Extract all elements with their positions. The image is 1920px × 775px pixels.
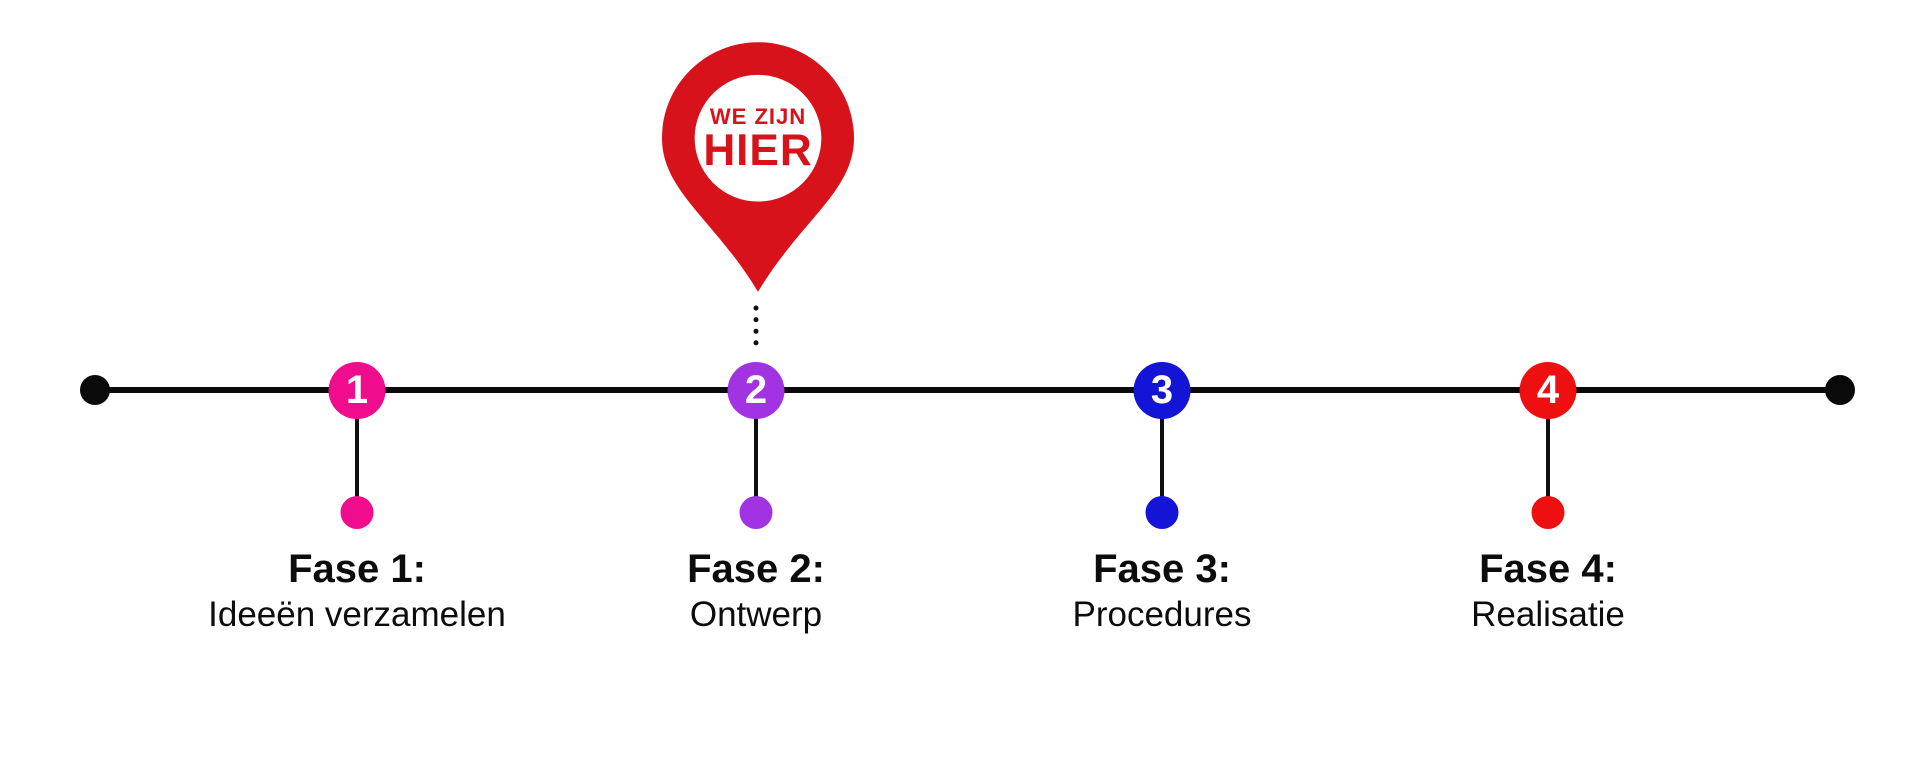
phase-subtitle: Realisatie (1471, 595, 1625, 634)
pin-text-line2: HIER (703, 126, 812, 175)
phase-title: Fase 1: (288, 547, 426, 591)
phase-node-circle: 4 (1519, 362, 1577, 419)
phase-mini-dot (1531, 496, 1565, 529)
phase-stem (355, 415, 359, 500)
phase-label: Fase 3: Procedures (942, 546, 1382, 635)
phase-node-circle: 3 (1133, 362, 1191, 419)
phase-label: Fase 2: Ontwerp (536, 546, 976, 635)
pin-text-line1: WE ZIJN (710, 104, 806, 129)
timeline-end-dot (1825, 375, 1855, 405)
phase-label: Fase 1: Ideeën verzamelen (137, 546, 577, 635)
phase-node-circle: 2 (727, 362, 785, 419)
dotted-connector-line (753, 305, 759, 357)
phase-subtitle: Ontwerp (689, 595, 823, 634)
timeline-axis (95, 387, 1840, 393)
phase-mini-dot (340, 496, 374, 529)
phase-mini-dot (1145, 496, 1179, 529)
location-pin-icon: WE ZIJN HIER (662, 42, 854, 292)
phase-title: Fase 4: (1479, 547, 1617, 591)
timeline-start-dot (80, 375, 110, 405)
phase-number: 2 (744, 368, 768, 412)
phase-node-circle: 1 (328, 362, 386, 419)
phase-title: Fase 2: (687, 547, 825, 591)
phase-title: Fase 3: (1093, 547, 1231, 591)
phase-number: 4 (1536, 368, 1560, 412)
phase-stem (1160, 415, 1164, 500)
pin-inner-circle (694, 74, 822, 202)
phase-stem (1546, 415, 1550, 500)
phase-subtitle: Procedures (1072, 595, 1252, 634)
phase-number: 3 (1150, 368, 1174, 412)
phase-mini-dot (739, 496, 773, 529)
phase-label: Fase 4: Realisatie (1328, 546, 1768, 635)
phase-stem (754, 415, 758, 500)
phase-number: 1 (345, 368, 369, 412)
phase-subtitle: Ideeën verzamelen (208, 595, 506, 634)
